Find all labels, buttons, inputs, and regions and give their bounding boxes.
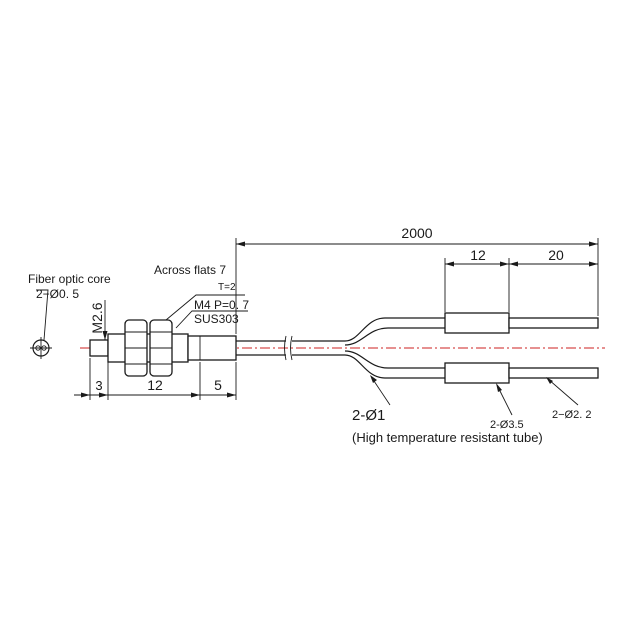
fiber-core-leader <box>36 289 49 341</box>
arrow-sleeve-right <box>500 261 509 267</box>
tip-leader <box>547 378 579 406</box>
m26-arrow <box>102 331 108 340</box>
lower-sleeve <box>444 362 510 384</box>
thickness-label: T=2 <box>218 282 236 293</box>
fiber-cable <box>236 312 599 384</box>
arrow-nut-right <box>191 392 200 398</box>
cable-leader <box>371 377 391 406</box>
probe-tip <box>89 339 109 357</box>
upper-sleeve <box>444 312 510 334</box>
dim-sleeve-tip: 12 20 <box>444 247 598 312</box>
sensor-head <box>89 319 237 377</box>
arrow-tip-left <box>509 261 518 267</box>
cable-break-left <box>284 335 287 361</box>
dim-head: 3 12 5 <box>74 358 237 400</box>
rear-sleeve <box>187 335 237 361</box>
arrow-sleeve-left <box>445 261 454 267</box>
arrow-total-right <box>589 241 598 247</box>
arrow-tip-right <box>589 261 598 267</box>
thread-spec-label: M4 P=0. 7 <box>194 298 249 312</box>
tube-note-label: (High temperature resistant tube) <box>352 430 543 445</box>
end-view-core-right <box>41 345 47 351</box>
m26-label: M2.6 <box>89 302 105 333</box>
arrow-total-left <box>236 241 245 247</box>
branch-lower-inner <box>344 350 445 369</box>
cable-break-right <box>290 335 293 361</box>
sleeve-length-label: 12 <box>470 247 486 263</box>
sleeve-dia-label: 2-Ø3.5 <box>490 419 524 431</box>
end-view <box>30 289 52 359</box>
branch-upper-outer <box>344 317 445 342</box>
cable-label: 2-Ø1 <box>352 407 385 424</box>
dim-thread: M2.6 <box>89 300 108 340</box>
branch-lower-outer <box>344 354 445 379</box>
fiber-core-title: Fiber optic core <box>28 272 111 286</box>
arrow-probe-right <box>227 392 236 398</box>
tip-length-label: 20 <box>548 247 564 263</box>
fiber-core-size: 2−Ø0. 5 <box>36 287 79 301</box>
lower-tip <box>508 367 599 379</box>
nut-length-label: 12 <box>147 377 163 393</box>
material-label: SUS303 <box>194 312 239 326</box>
probe-length-label: 5 <box>214 377 222 393</box>
tip-leader-arrow <box>546 377 553 384</box>
tip-dia-label: 2−Ø2. 2 <box>552 409 591 421</box>
total-length-label: 2000 <box>401 225 432 241</box>
branch-upper-inner <box>344 327 445 346</box>
arrow-offset-right <box>99 392 108 398</box>
cable-leader-arrow <box>370 375 377 383</box>
tip-offset-label: 3 <box>95 378 102 393</box>
sleeve-leader-arrow <box>496 383 502 392</box>
arrow-offset-left <box>81 392 90 398</box>
end-view-core-left <box>35 345 41 351</box>
dim-total-length: 2000 <box>235 225 599 334</box>
across-flats-label: Across flats 7 <box>154 263 226 277</box>
threaded-body <box>107 333 189 363</box>
across-flats-leader <box>165 294 245 321</box>
thread-spec-leader <box>175 310 248 329</box>
upper-tip <box>508 317 599 329</box>
